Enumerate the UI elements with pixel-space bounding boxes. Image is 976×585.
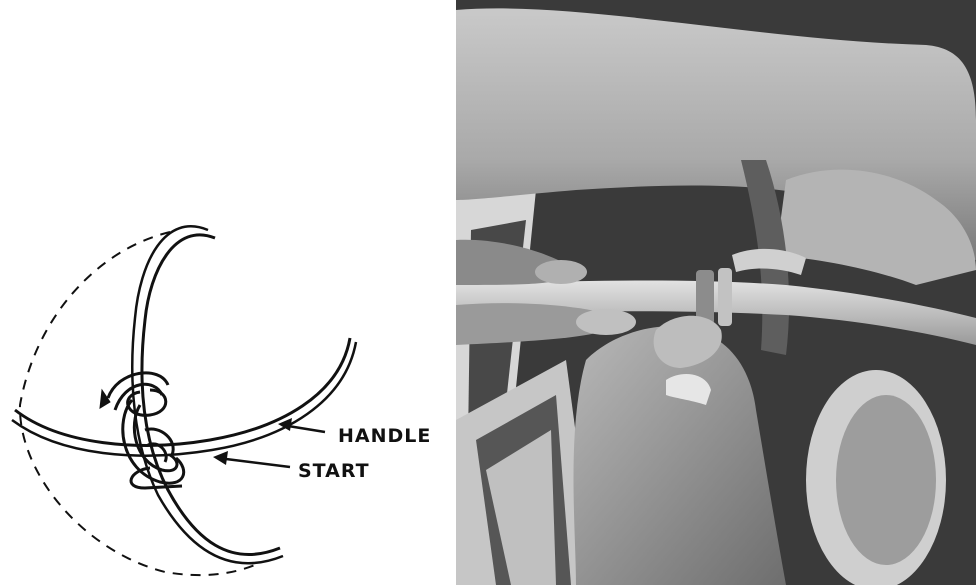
handle-hoop xyxy=(15,338,350,445)
dashed-outline xyxy=(20,232,255,575)
binding-wrap xyxy=(108,373,184,488)
handle-pointer-arrow xyxy=(278,418,325,432)
hoop-binding-diagram: HANDLE START xyxy=(0,0,456,585)
start-pointer-arrow xyxy=(213,451,290,467)
binding-photo xyxy=(456,0,976,585)
wrap-direction-arrow xyxy=(100,390,110,408)
handle-label: HANDLE xyxy=(338,425,431,447)
start-label: START xyxy=(298,460,370,482)
